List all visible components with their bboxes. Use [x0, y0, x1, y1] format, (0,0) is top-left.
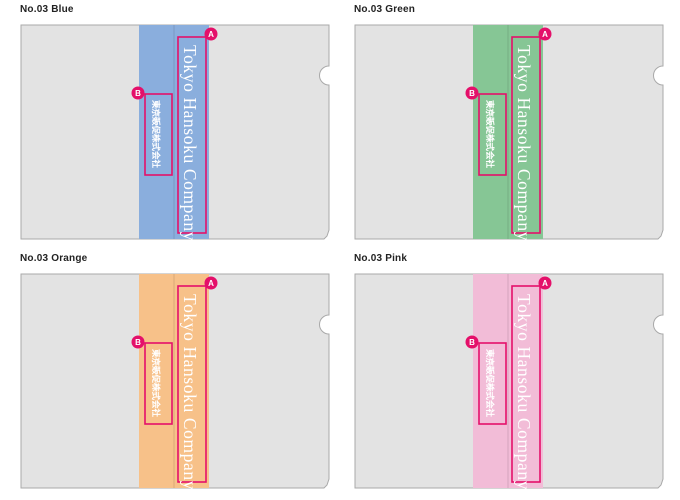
brand-text-japanese-sub: Tokyo Hansoku Company	[488, 350, 493, 395]
badge-b-label: B	[135, 89, 141, 98]
brand-text-japanese-sub: Tokyo Hansoku Company	[154, 350, 159, 395]
badge-a	[204, 276, 218, 290]
brand-text-japanese: 東京販促株式会社	[150, 100, 161, 169]
panel-title: No.03 Green	[354, 4, 416, 15]
color-stripe	[139, 274, 209, 488]
logo-frame-a	[177, 36, 207, 234]
logo-frame-b	[478, 93, 507, 176]
clear-folder-illustration: Tokyo Hansoku Company 東京販促株式会社 Tokyo Han…	[20, 24, 330, 241]
badge-a-label: A	[542, 30, 548, 39]
folder-panel-green: No.03 Green Tokyo Hansoku Company 東京販促株式…	[352, 4, 672, 244]
badge-b	[465, 335, 479, 349]
folder-panel-orange: No.03 Orange Tokyo Hansoku Company 東京販促株…	[18, 253, 338, 493]
brand-text-japanese: 東京販促株式会社	[484, 349, 495, 418]
badge-a	[204, 27, 218, 41]
logo-frame-b	[144, 342, 173, 425]
badge-b-label: B	[469, 89, 475, 98]
logo-frame-b	[144, 93, 173, 176]
logo-frame-a	[177, 285, 207, 483]
badge-a	[538, 276, 552, 290]
folder-panel-pink: No.03 Pink Tokyo Hansoku Company 東京販促株式会…	[352, 253, 672, 493]
panel-title: No.03 Orange	[20, 253, 88, 264]
badge-a-label: A	[542, 279, 548, 288]
logo-frame-a	[511, 285, 541, 483]
badge-b-label: B	[135, 338, 141, 347]
clear-folder-illustration: Tokyo Hansoku Company 東京販促株式会社 Tokyo Han…	[354, 273, 664, 490]
logo-frame-b	[478, 342, 507, 425]
color-stripe	[473, 25, 543, 239]
brand-text-japanese-sub: Tokyo Hansoku Company	[154, 101, 159, 146]
brand-text-english: Tokyo Hansoku Company	[514, 294, 534, 490]
badge-b	[465, 86, 479, 100]
color-stripe	[473, 274, 543, 488]
badge-b-label: B	[469, 338, 475, 347]
brand-text-japanese-sub: Tokyo Hansoku Company	[488, 101, 493, 146]
brand-text-japanese: 東京販促株式会社	[150, 349, 161, 418]
badge-a-label: A	[208, 30, 214, 39]
brand-text-english: Tokyo Hansoku Company	[180, 294, 200, 490]
badge-a	[538, 27, 552, 41]
badge-b	[131, 86, 145, 100]
color-stripe	[139, 25, 209, 239]
brand-text-english: Tokyo Hansoku Company	[180, 45, 200, 241]
brand-text-japanese: 東京販促株式会社	[484, 100, 495, 169]
folder-panel-blue: No.03 Blue Tokyo Hansoku Company 東京販促株式会…	[18, 4, 338, 244]
panel-title: No.03 Blue	[20, 4, 74, 15]
badge-b	[131, 335, 145, 349]
clear-folder-illustration: Tokyo Hansoku Company 東京販促株式会社 Tokyo Han…	[354, 24, 664, 241]
panel-title: No.03 Pink	[354, 253, 408, 264]
clear-folder-illustration: Tokyo Hansoku Company 東京販促株式会社 Tokyo Han…	[20, 273, 330, 490]
logo-frame-a	[511, 36, 541, 234]
badge-a-label: A	[208, 279, 214, 288]
brand-text-english: Tokyo Hansoku Company	[514, 45, 534, 241]
